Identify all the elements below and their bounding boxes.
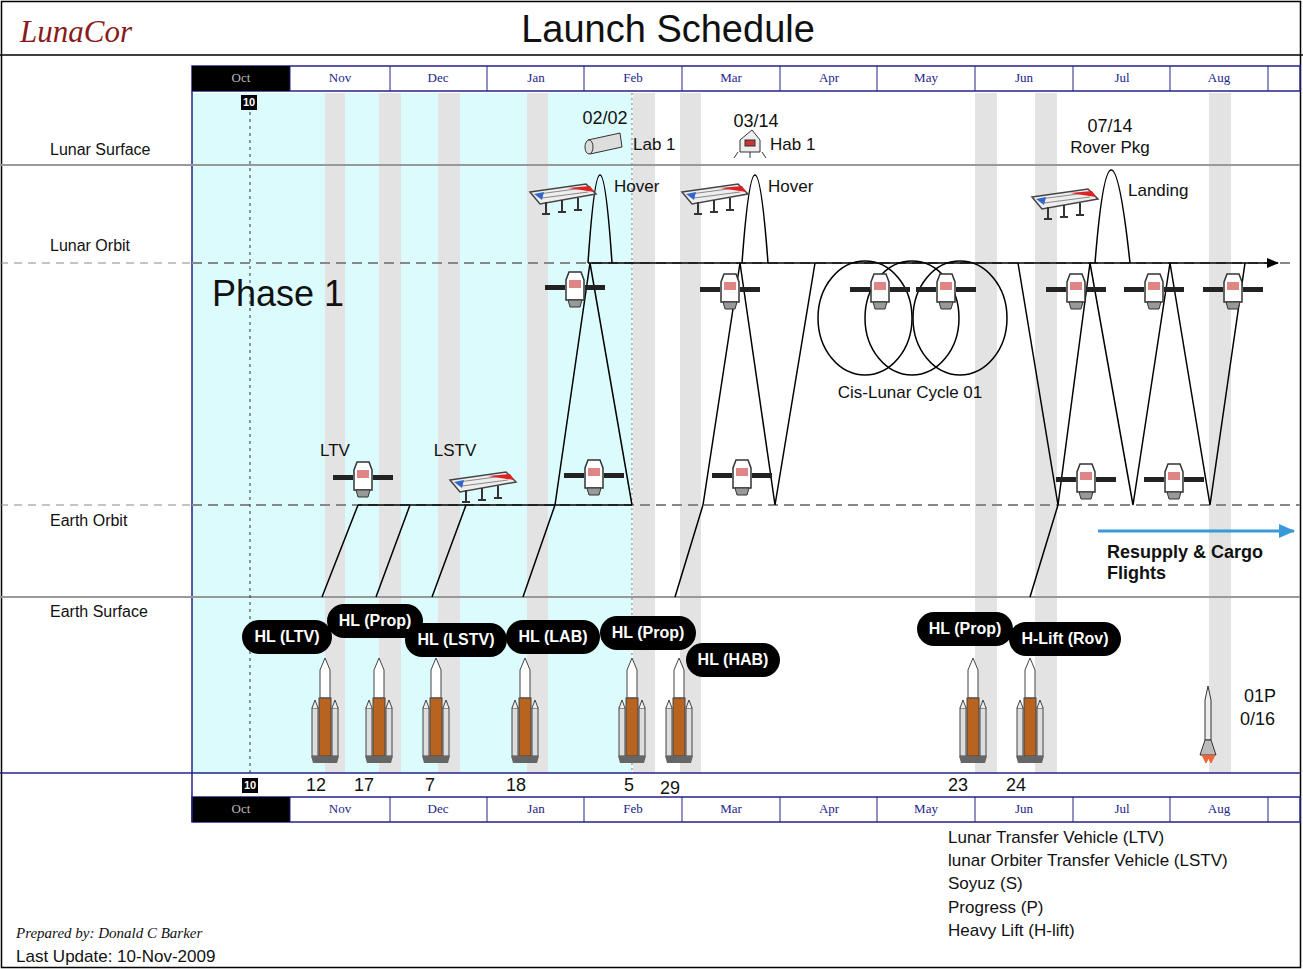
launch-day: 24 (1006, 775, 1026, 796)
maneuver-label: Hover (768, 177, 813, 197)
month-label: Jan (527, 802, 544, 817)
maneuver-label: Hover (614, 177, 659, 197)
launch-day: 17 (354, 775, 374, 796)
row-label: Lunar Orbit (50, 237, 130, 255)
launch-pill: HL (LAB) (506, 620, 599, 653)
event-date: 07/14 (1087, 116, 1132, 137)
launch-text: HL (LTV) (254, 628, 319, 645)
launch-pill: HL (LSTV) (405, 623, 506, 656)
title: Launch Schedule (521, 8, 815, 52)
launch-pill: HL (Prop) (917, 612, 1014, 645)
month-label: Oct (232, 71, 251, 86)
launch-day: 5 (624, 775, 634, 796)
launch-text: HL (Prop) (612, 624, 685, 641)
month-label: Apr (819, 802, 839, 817)
row-label: Earth Surface (50, 603, 148, 621)
payload-label: Lab 1 (633, 135, 676, 155)
month-label: Jan (527, 71, 544, 86)
author-note: Prepared by: Donald C Barker (16, 925, 202, 942)
launch-text: HL (LSTV) (417, 631, 494, 648)
month-label: Feb (623, 802, 643, 817)
launch-pill: H-Lift (Rov) (1009, 622, 1120, 655)
launch-text: HL (LAB) (518, 628, 587, 645)
month-label: May (914, 802, 938, 817)
month-label: Feb (623, 71, 643, 86)
abbreviation: Progress (P) (948, 898, 1043, 918)
launch-pill: HL (HAB) (686, 643, 781, 676)
cycle-label: Cis-Lunar Cycle 01 (838, 383, 983, 403)
flight-label: 01P (1244, 686, 1276, 707)
month-label: Oct (232, 802, 251, 817)
launch-pill: HL (LTV) (242, 620, 331, 653)
abbreviation: Lunar Transfer Vehicle (LTV) (948, 828, 1164, 848)
launch-day: 23 (948, 775, 968, 796)
month-label: May (914, 71, 938, 86)
launch-day: 7 (425, 775, 435, 796)
launch-day: 18 (506, 775, 526, 796)
month-label: Dec (428, 802, 449, 817)
flight-label: 0/16 (1240, 709, 1275, 730)
logo: LunaCor (20, 14, 132, 50)
month-label: Jul (1114, 71, 1129, 86)
abbreviation: lunar Orbiter Transfer Vehicle (LSTV) (948, 851, 1228, 871)
row-label: Earth Orbit (50, 512, 127, 530)
month-label: Apr (819, 71, 839, 86)
month-label: Jul (1114, 802, 1129, 817)
row-label: Lunar Surface (50, 141, 151, 159)
launch-text: HL (HAB) (698, 651, 769, 668)
launch-text: H-Lift (Rov) (1021, 630, 1108, 647)
date-marker: 10 (242, 778, 258, 793)
month-label: Nov (329, 802, 351, 817)
month-label: Dec (428, 71, 449, 86)
month-label: Mar (720, 802, 742, 817)
month-label: Aug (1208, 71, 1230, 86)
launch-day: 29 (660, 778, 680, 799)
phase-label: Phase 1 (212, 273, 344, 314)
month-label: Jun (1015, 802, 1033, 817)
abbreviation: Heavy Lift (H-lift) (948, 921, 1075, 941)
event-date: 03/14 (733, 111, 778, 132)
maneuver-label: Landing (1128, 181, 1189, 201)
vehicle-label: LSTV (434, 441, 477, 461)
vehicle-label: LTV (320, 441, 350, 461)
launch-day: 12 (306, 775, 326, 796)
launch-text: HL (Prop) (339, 612, 412, 629)
launch-text: HL (Prop) (929, 620, 1002, 637)
event-date: 02/02 (582, 108, 627, 129)
date-marker: 10 (241, 95, 257, 110)
month-label: Nov (329, 71, 351, 86)
note-label: Resupply & Cargo Flights (1107, 542, 1295, 583)
month-label: Mar (720, 71, 742, 86)
abbreviation: Soyuz (S) (948, 874, 1023, 894)
month-label: Aug (1208, 802, 1230, 817)
launch-pill: HL (Prop) (600, 616, 697, 649)
payload-label: Hab 1 (770, 135, 815, 155)
update-note: Last Update: 10-Nov-2009 (16, 947, 215, 967)
month-label: Jun (1015, 71, 1033, 86)
payload-label: Rover Pkg (1070, 138, 1149, 158)
